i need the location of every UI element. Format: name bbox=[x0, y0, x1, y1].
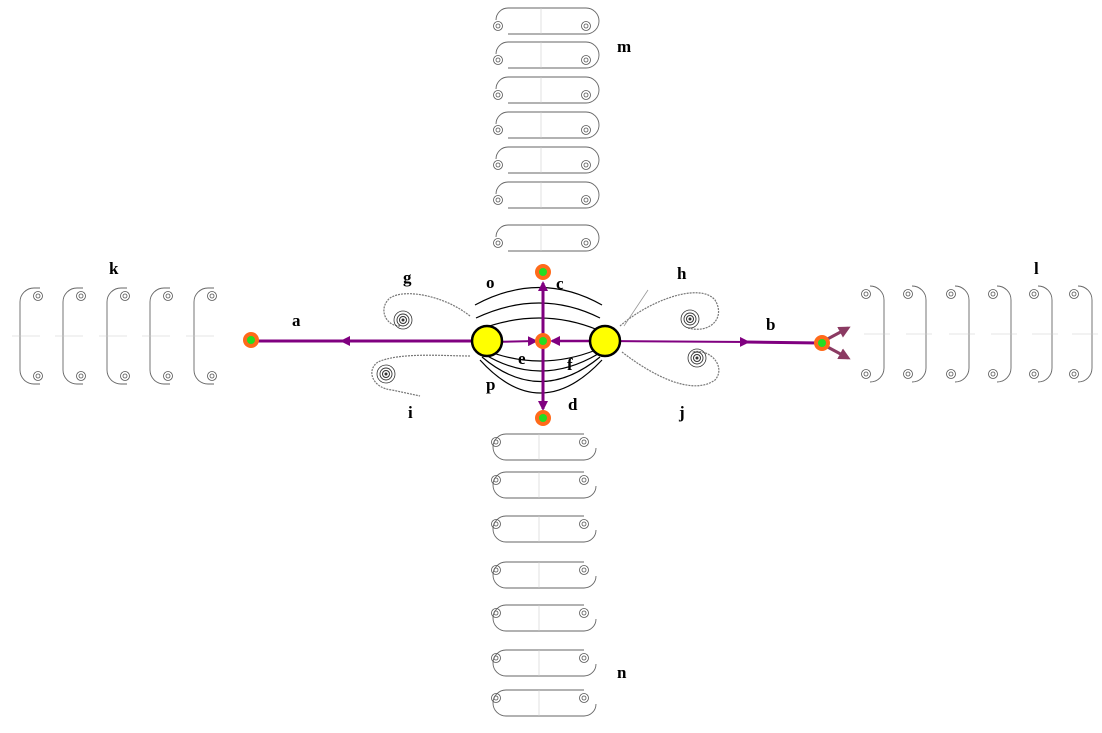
tile-stack-n bbox=[491, 433, 597, 717]
label-i: i bbox=[408, 403, 413, 422]
node-d bbox=[535, 410, 551, 426]
arcs-p bbox=[479, 349, 603, 394]
label-p: p bbox=[486, 375, 495, 394]
label-l: l bbox=[1034, 259, 1039, 278]
arrows bbox=[252, 281, 821, 411]
label-k: k bbox=[109, 259, 119, 278]
label-o: o bbox=[486, 273, 495, 292]
label-b: b bbox=[766, 315, 775, 334]
label-d: d bbox=[568, 395, 578, 414]
arrow-b bbox=[604, 336, 750, 347]
vortex-j bbox=[621, 348, 720, 387]
node-b bbox=[814, 335, 830, 351]
label-a: a bbox=[292, 311, 301, 330]
vortex-g bbox=[383, 293, 471, 330]
vortex-i bbox=[371, 354, 471, 397]
label-f: f bbox=[567, 355, 573, 374]
label-m: m bbox=[617, 37, 631, 56]
small-nodes bbox=[243, 264, 830, 426]
node-c bbox=[535, 264, 551, 280]
node-a bbox=[243, 332, 259, 348]
label-e: e bbox=[518, 349, 526, 368]
tile-stack-m bbox=[493, 7, 600, 252]
arrow-b-tail bbox=[744, 340, 821, 345]
vortex-h bbox=[619, 289, 720, 330]
label-g: g bbox=[403, 268, 412, 287]
label-n: n bbox=[617, 663, 627, 682]
node-right-large bbox=[588, 324, 622, 358]
label-h: h bbox=[677, 264, 687, 283]
arcs-o bbox=[474, 286, 603, 331]
node-left-large bbox=[470, 324, 504, 358]
label-j: j bbox=[678, 403, 685, 422]
node-center bbox=[535, 333, 551, 349]
label-c: c bbox=[556, 274, 564, 293]
tile-row-k bbox=[11, 287, 217, 385]
tile-row-l bbox=[861, 285, 1099, 383]
